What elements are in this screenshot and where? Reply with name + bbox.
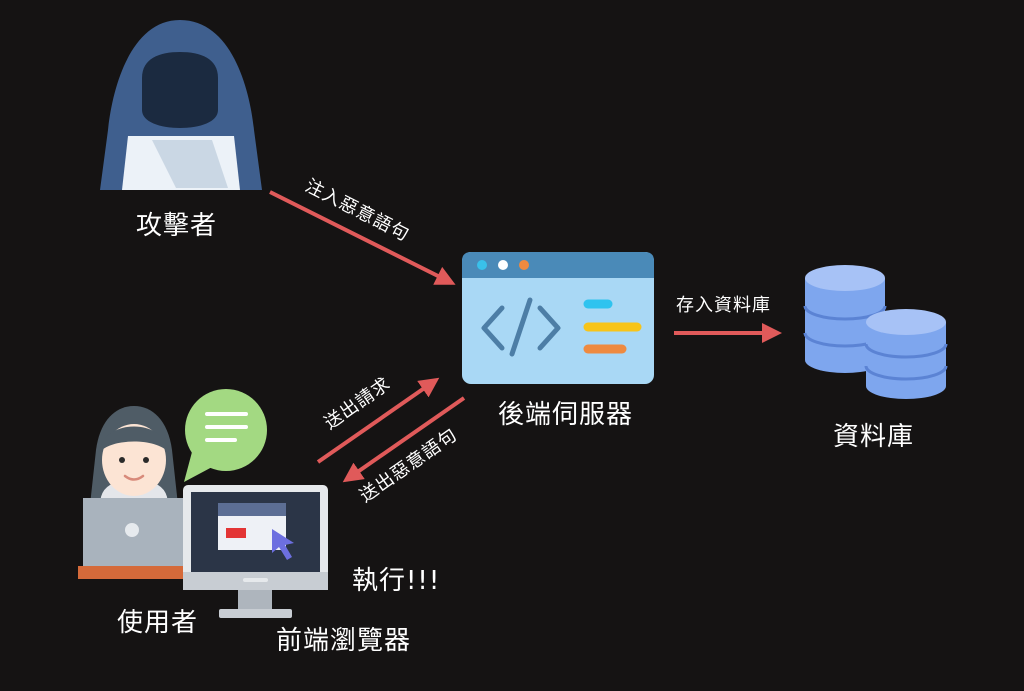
execute-callout: 執行!!! bbox=[352, 566, 441, 596]
arrow-inject bbox=[269, 190, 456, 285]
attacker-label: 攻擊者 bbox=[136, 211, 218, 241]
chat-bubble-icon bbox=[184, 389, 267, 482]
user-icon bbox=[78, 406, 196, 579]
arrow-send-request bbox=[316, 377, 440, 464]
browser-monitor-icon bbox=[183, 485, 328, 618]
browser-label: 前端瀏覽器 bbox=[276, 626, 412, 656]
user-label: 使用者 bbox=[117, 608, 199, 638]
database-icon bbox=[803, 265, 948, 399]
server-label: 後端伺服器 bbox=[498, 400, 634, 430]
arrow-send-malicious bbox=[342, 396, 466, 483]
database-label: 資料庫 bbox=[833, 422, 915, 452]
hacker-icon bbox=[100, 20, 262, 190]
server-code-icon bbox=[462, 252, 654, 384]
store-label: 存入資料庫 bbox=[676, 295, 771, 316]
